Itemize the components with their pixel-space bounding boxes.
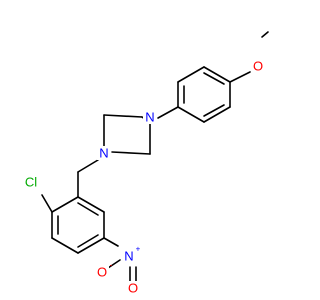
bonds bbox=[41, 31, 269, 282]
bond-pip-2 bbox=[111, 151, 151, 155]
bond-aryl2-4-inner bbox=[77, 234, 99, 248]
bond-n-ch2 bbox=[77, 159, 99, 173]
bond-pip-4 bbox=[103, 114, 143, 118]
bond-aryl1-6 bbox=[203, 66, 231, 83]
bond-oxygen-aryl bbox=[229, 71, 251, 83]
piperazine-n-bottom-label: N bbox=[99, 146, 108, 161]
piperazine-n-bottom: N bbox=[97, 146, 111, 161]
bond-aryl2-6-inner bbox=[77, 202, 99, 216]
nitro-nitrogen-label: N bbox=[124, 249, 133, 264]
bond-aryl2-6 bbox=[77, 196, 105, 213]
bond-aryl1-6-inner bbox=[203, 72, 225, 85]
nitro-oxygen-bottom-label: O bbox=[128, 281, 138, 296]
atom-labels: O N N Cl N + O - O bbox=[20, 59, 264, 296]
bond-aryl1-3 bbox=[177, 106, 205, 123]
nitro-oxygen-bottom: O bbox=[126, 281, 140, 296]
bond-nitro-o-left bbox=[107, 259, 121, 269]
bond-aryl1-5 bbox=[177, 66, 205, 83]
nitro-oxygen-left-charge: - bbox=[110, 261, 113, 270]
piperazine-n-top-label: N bbox=[145, 110, 154, 125]
bond-methyl-oxygen bbox=[261, 31, 269, 38]
bond-aryl2-4 bbox=[77, 237, 105, 254]
chlorine-atom: Cl bbox=[20, 174, 42, 190]
bond-aryl1-2-inner bbox=[203, 104, 225, 117]
nitro-oxygen-left-label: O bbox=[97, 265, 107, 280]
bond-aryl-n-top bbox=[157, 106, 179, 119]
bond-aryl1-2 bbox=[203, 106, 231, 123]
methoxy-oxygen: O bbox=[252, 59, 264, 74]
nitro-oxygen-left: O - bbox=[95, 261, 113, 280]
piperazine-n-top: N bbox=[143, 110, 157, 125]
nitro-nitrogen-charge: + bbox=[136, 245, 141, 254]
chlorine-label: Cl bbox=[25, 175, 37, 190]
bond-aryl-chlorine bbox=[41, 194, 53, 213]
methoxy-oxygen-label: O bbox=[253, 59, 263, 74]
molecule-structure-diagram: O N N Cl N + O - O bbox=[20, 31, 269, 296]
bond-aryl2-3 bbox=[51, 237, 79, 254]
bond-aryl2-1 bbox=[51, 196, 79, 213]
nitro-nitrogen: N + bbox=[122, 245, 141, 264]
bond-aryl-nitro bbox=[103, 237, 119, 247]
